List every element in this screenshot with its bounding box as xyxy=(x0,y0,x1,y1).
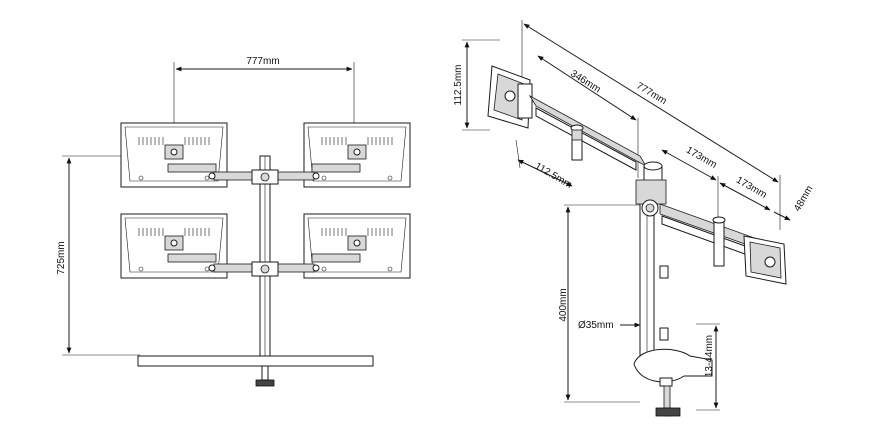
clamp-range-label: 13-44mm xyxy=(704,335,715,377)
segment-dimensions: 173mm 173mm 48mm xyxy=(661,145,816,221)
height-label: 725mm xyxy=(56,241,67,274)
vesa-plate-left xyxy=(487,65,533,129)
right-perspective-view: 112.5mm 777mm 346mm 173mm 173mm 48mm xyxy=(453,20,816,417)
pole-height-dimension: 400mm xyxy=(558,204,640,403)
right-pole xyxy=(635,161,669,359)
arm-length-label: 346mm xyxy=(568,68,602,95)
plate-height-dimension: 112.5mm xyxy=(453,39,500,131)
left-desk xyxy=(137,355,374,387)
plate-width-label: 112.5mm xyxy=(533,161,574,191)
left-pole xyxy=(259,155,271,357)
monitor-bottom-right xyxy=(303,213,411,279)
segment2-label: 173mm xyxy=(734,175,768,201)
top-arm-assembly xyxy=(167,163,361,185)
plate-width-dimension: 112.5mm xyxy=(515,139,574,191)
end-offset-label: 48mm xyxy=(792,184,815,214)
left-front-view: 777mm 725mm xyxy=(56,56,411,387)
segment1-label: 173mm xyxy=(684,145,718,171)
monitor-top-right xyxy=(303,122,411,188)
diameter-label: Ø35mm xyxy=(578,320,614,331)
diameter-callout: Ø35mm xyxy=(578,320,641,331)
pole-height-label: 400mm xyxy=(558,288,569,321)
clamp-range-dimension: 13-44mm xyxy=(696,323,720,411)
plate-height-label: 112.5mm xyxy=(453,65,464,106)
bottom-arm-assembly xyxy=(167,253,361,277)
desk-clamp xyxy=(633,348,713,417)
right-arm-left xyxy=(528,94,648,171)
vesa-plate-right xyxy=(743,235,787,285)
width-label: 777mm xyxy=(246,56,279,67)
